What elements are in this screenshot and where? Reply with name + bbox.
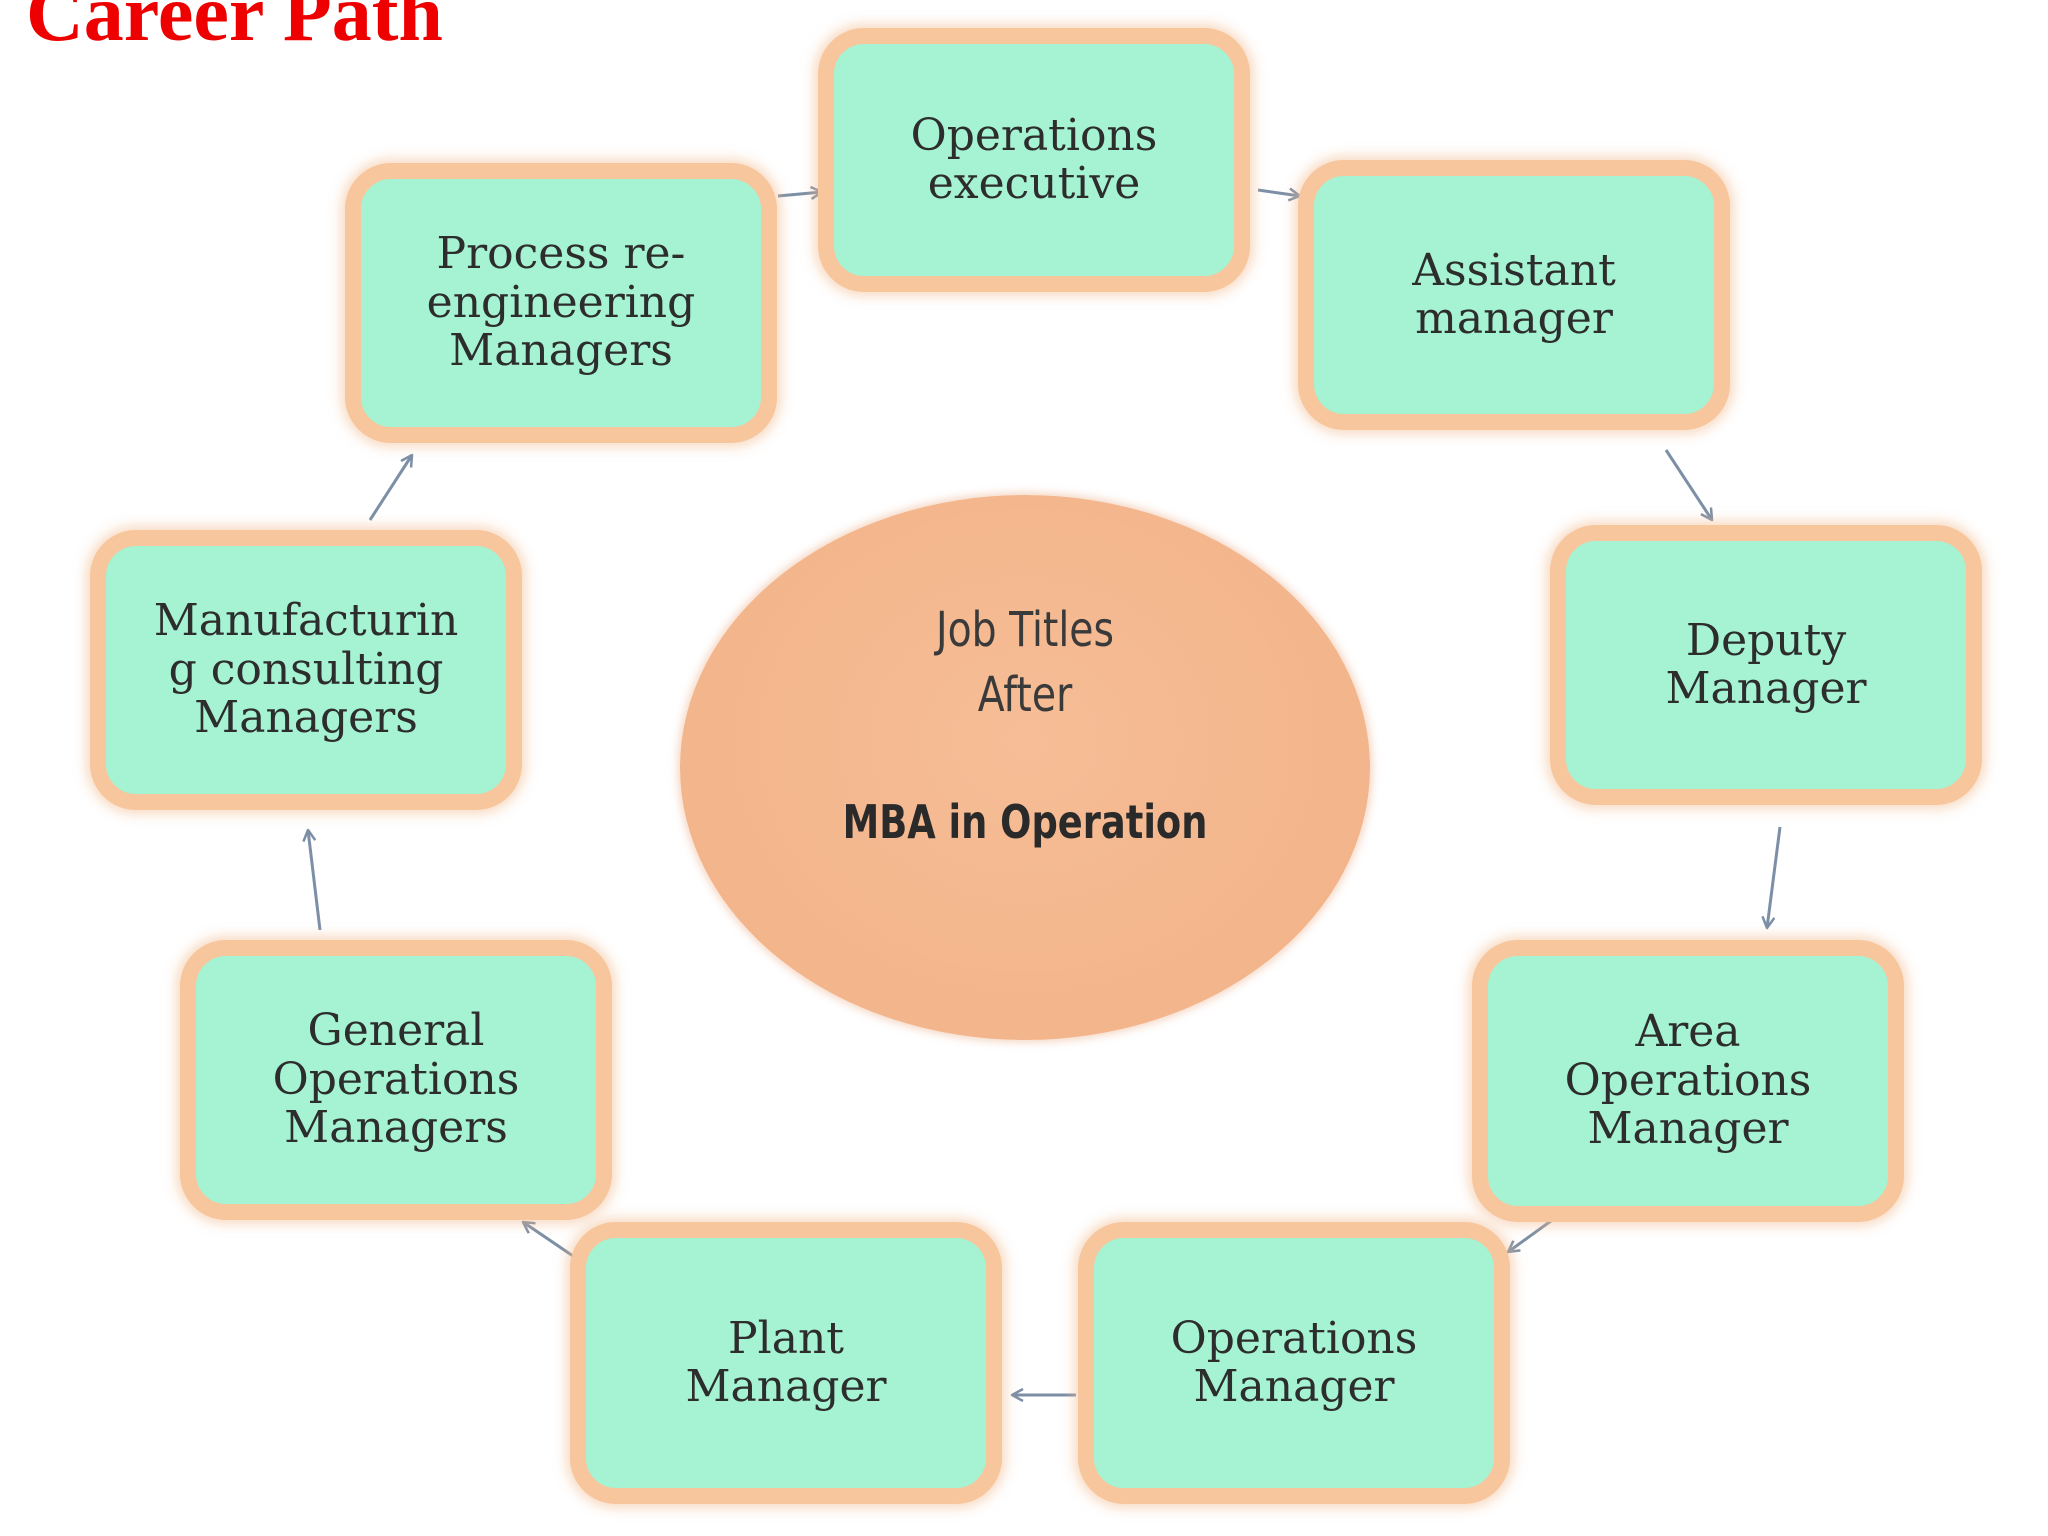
arrow-manufacturing-to-process — [368, 455, 414, 521]
node-general-operations-managers: General Operations Managers — [180, 940, 612, 1220]
node-assistant-manager: Assistant manager — [1298, 160, 1730, 430]
node-manufacturing-consulting-managers: Manufacturin g consulting Managers — [90, 530, 522, 810]
node-deputy-manager-label: Deputy Manager — [1665, 614, 1867, 714]
node-operations-manager-label: Operations Manager — [1170, 1312, 1418, 1412]
arrow-area-to-operations-manager — [1508, 1216, 1556, 1252]
page-title: Career Path — [26, 0, 443, 58]
node-assistant-manager-label: Assistant manager — [1412, 244, 1616, 344]
center-circle: Job Titles After MBA in Operation — [680, 495, 1370, 1040]
arrow-assistant-to-deputy — [1664, 449, 1714, 520]
node-general-operations-managers-label: General Operations Managers — [272, 1005, 520, 1154]
node-plant-manager-label: Plant Manager — [685, 1312, 887, 1412]
node-process-reengineering-managers: Process re- engineering Managers — [345, 163, 777, 443]
node-operations-executive-label: Operations executive — [910, 109, 1158, 209]
node-area-operations-manager-label: Area Operations Manager — [1564, 1006, 1812, 1155]
center-line-mba-in-operation: MBA in Operation — [842, 795, 1208, 849]
arrow-process-to-operations-executive — [777, 192, 822, 196]
arrow-deputy-to-area — [1767, 826, 1782, 928]
node-operations-manager: Operations Manager — [1078, 1222, 1510, 1504]
center-line-job-titles: Job Titles — [935, 602, 1115, 658]
node-deputy-manager: Deputy Manager — [1550, 525, 1982, 805]
arrow-plant-to-general — [523, 1222, 574, 1258]
arrow-operations-executive-to-assistant — [1257, 190, 1300, 196]
node-plant-manager: Plant Manager — [570, 1222, 1002, 1504]
arrow-general-to-manufacturing — [308, 830, 322, 931]
center-line-after: After — [977, 667, 1073, 723]
node-area-operations-manager: Area Operations Manager — [1472, 940, 1904, 1222]
node-process-reengineering-managers-label: Process re- engineering Managers — [426, 228, 696, 377]
node-operations-executive: Operations executive — [818, 28, 1250, 292]
node-manufacturing-consulting-managers-label: Manufacturin g consulting Managers — [153, 595, 459, 744]
